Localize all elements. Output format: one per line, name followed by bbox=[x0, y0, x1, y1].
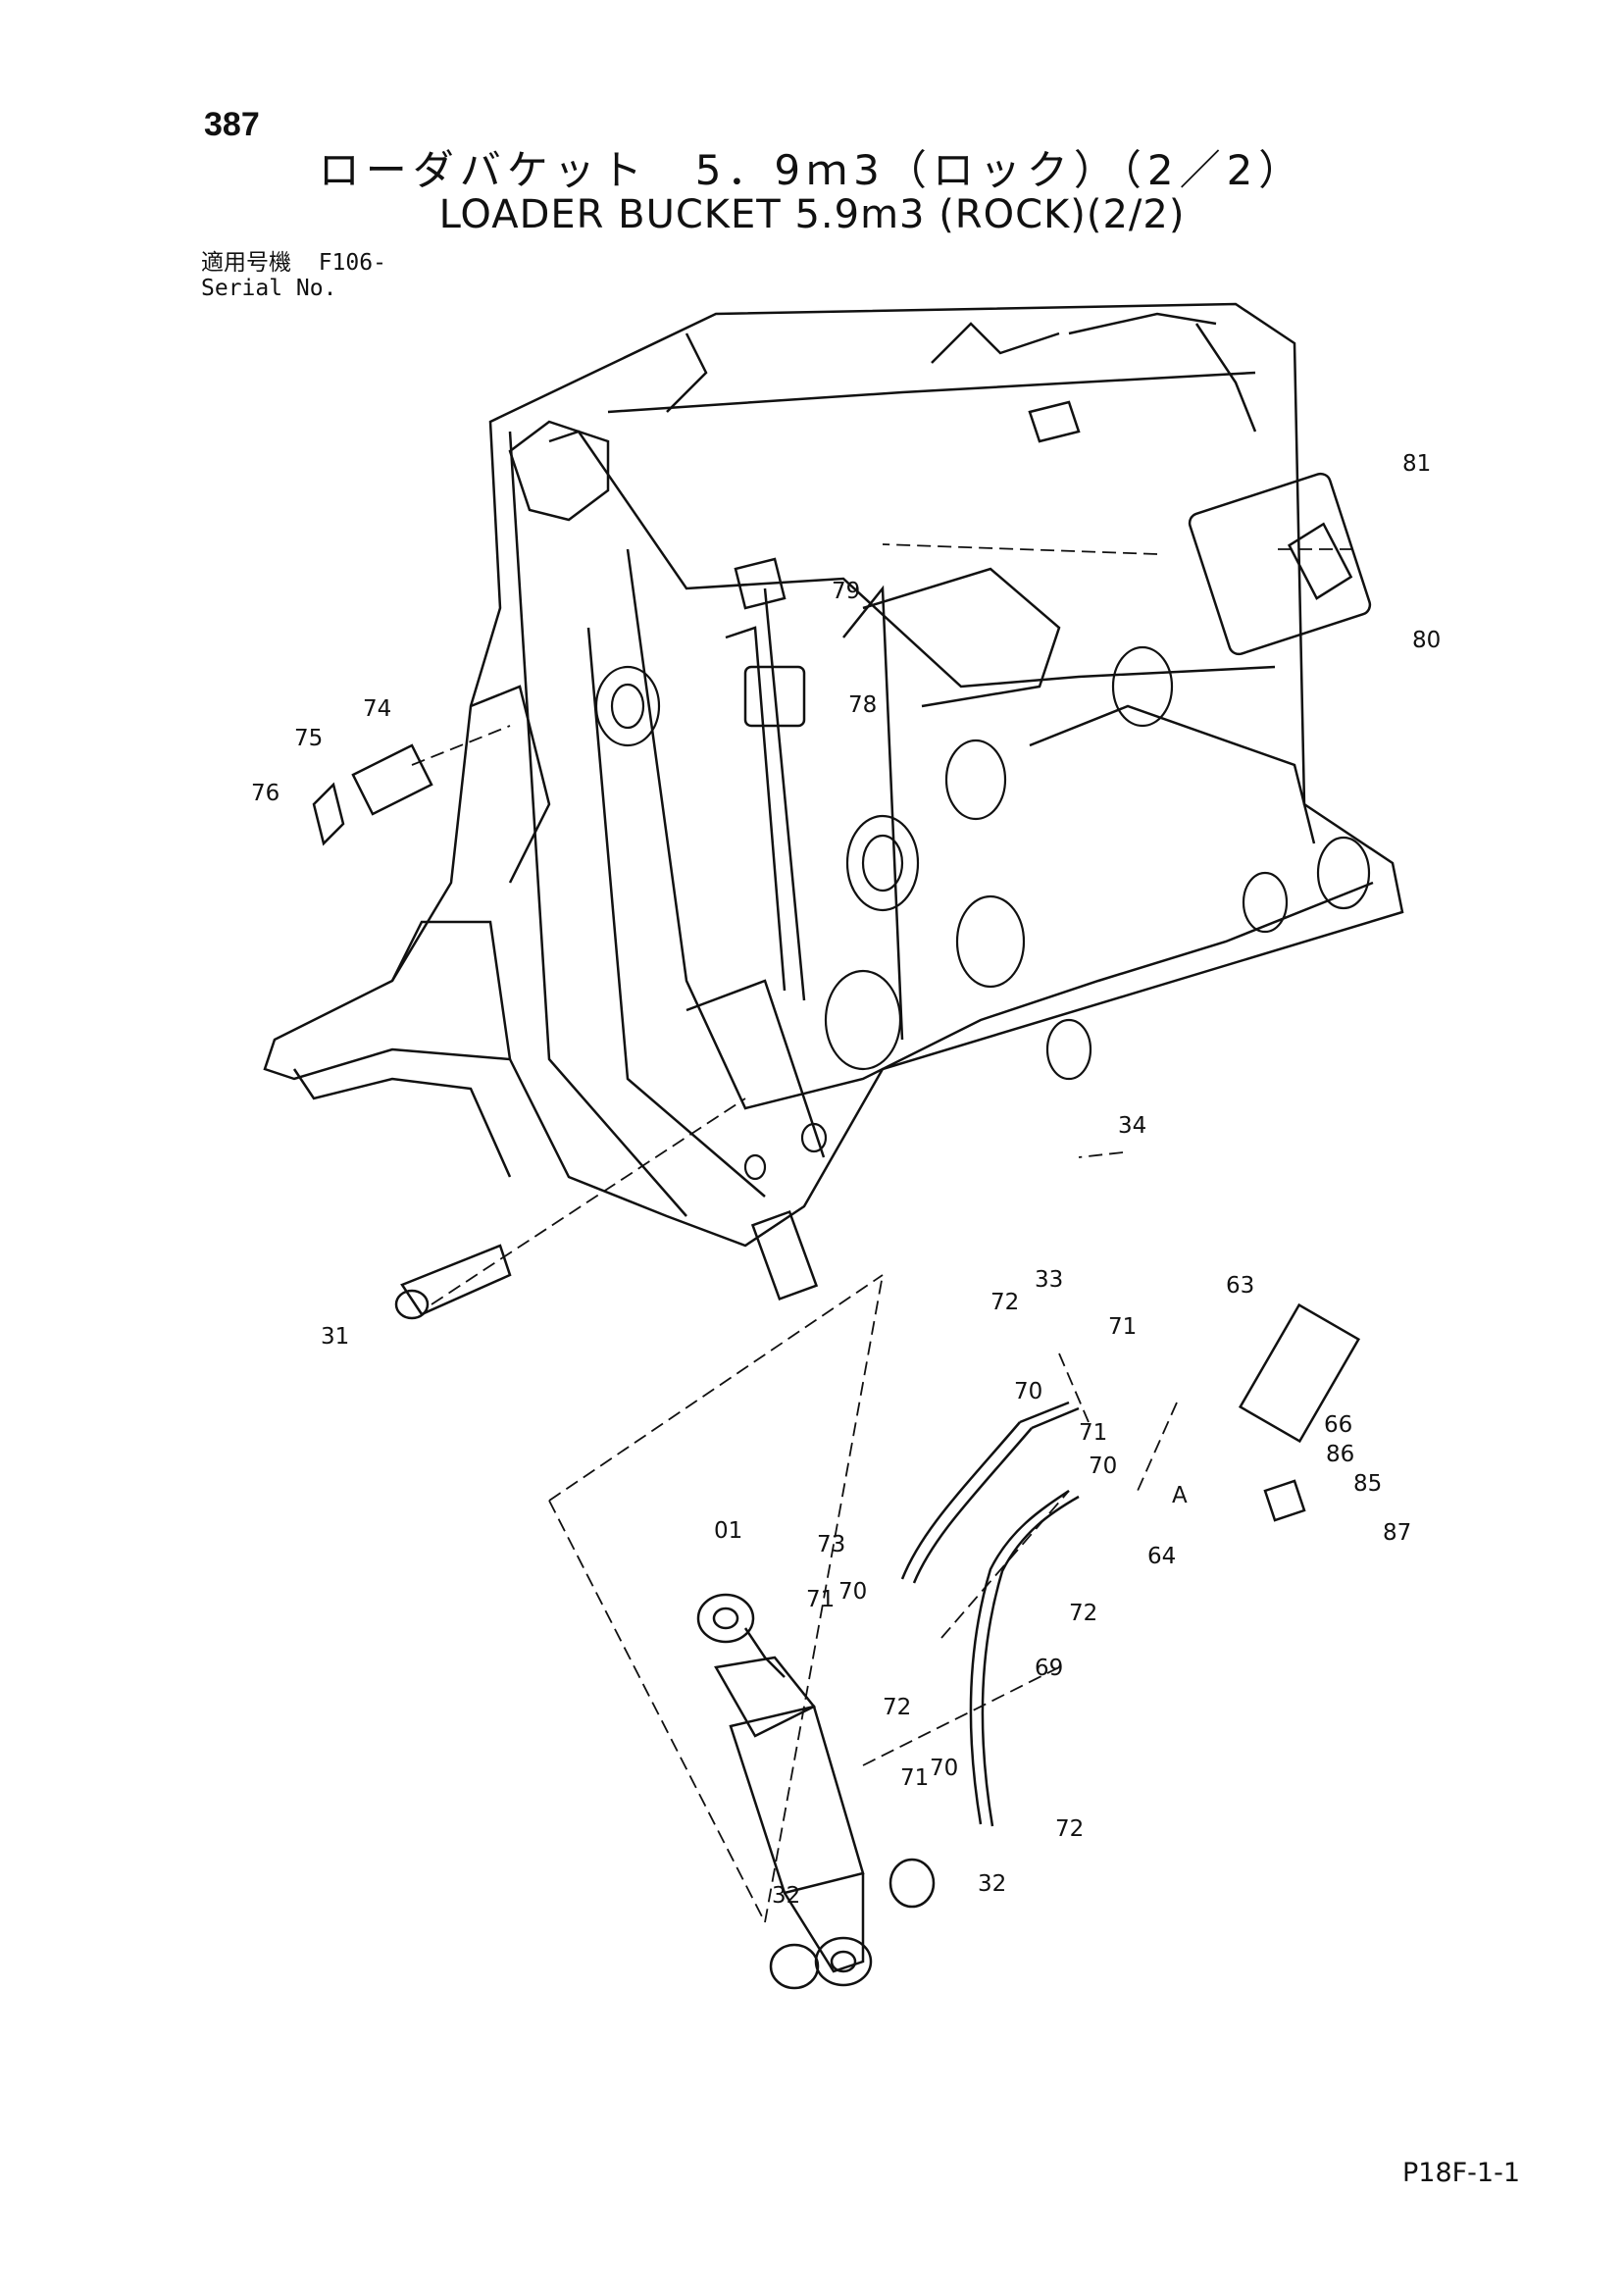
callout-72-bottom: 72 bbox=[1055, 1816, 1084, 1842]
callout-31: 31 bbox=[321, 1324, 349, 1350]
page-number: 387 bbox=[204, 106, 260, 143]
serial-value: F106- bbox=[318, 250, 386, 276]
callout-87: 87 bbox=[1383, 1520, 1411, 1546]
bucket-frame bbox=[263, 302, 1404, 1248]
callout-70-bottom: 70 bbox=[930, 1756, 958, 1781]
callout-66: 66 bbox=[1324, 1412, 1352, 1438]
callout-64: 64 bbox=[1147, 1544, 1176, 1569]
callout-70-low: 70 bbox=[838, 1579, 867, 1605]
callout-71-low: 71 bbox=[806, 1587, 835, 1612]
callout-labels: 81 80 79 78 74 75 76 34 33 31 63 72 71 7… bbox=[251, 451, 1441, 1909]
drawing-code: P18F-1-1 bbox=[1402, 2158, 1521, 2188]
callout-A: A bbox=[1172, 1483, 1188, 1508]
serial-label-jp: 適用号機 bbox=[201, 250, 291, 276]
serial-label-en: Serial No. bbox=[201, 276, 337, 301]
callout-71-mid: 71 bbox=[1079, 1420, 1107, 1446]
callout-79: 79 bbox=[832, 579, 860, 604]
callout-33: 33 bbox=[1035, 1267, 1063, 1293]
callout-70-top: 70 bbox=[1014, 1379, 1042, 1404]
callout-63: 63 bbox=[1226, 1273, 1254, 1299]
callout-86: 86 bbox=[1326, 1442, 1354, 1467]
bucket-holes bbox=[594, 645, 1371, 1181]
callout-32-left: 32 bbox=[772, 1883, 800, 1909]
callout-01: 01 bbox=[714, 1518, 742, 1544]
assembly-lines bbox=[411, 543, 1353, 1923]
callout-72-top: 72 bbox=[990, 1290, 1019, 1315]
page-title-japanese: ローダバケット 5．9ｍ3（ロック）（2／2） bbox=[318, 146, 1306, 194]
small-parts bbox=[312, 472, 1372, 1990]
callout-73: 73 bbox=[817, 1532, 845, 1557]
hydraulic-cylinder bbox=[696, 1593, 873, 1987]
callout-80: 80 bbox=[1412, 628, 1441, 653]
callout-81: 81 bbox=[1402, 451, 1431, 477]
callout-70-mid: 70 bbox=[1089, 1454, 1117, 1479]
serial-block: 適用号機 F106- Serial No. bbox=[201, 250, 386, 301]
serial-row-jp: 適用号機 F106- bbox=[201, 250, 386, 276]
callout-74: 74 bbox=[363, 696, 391, 722]
callout-72-low: 72 bbox=[883, 1695, 911, 1720]
callout-71-top: 71 bbox=[1108, 1314, 1137, 1340]
pin-74-body bbox=[743, 665, 806, 728]
page-title-english: LOADER BUCKET 5.9m3 (ROCK)(2/2) bbox=[438, 192, 1186, 237]
hoses bbox=[900, 1401, 1080, 1827]
callout-72-mid: 72 bbox=[1069, 1601, 1097, 1626]
callout-34: 34 bbox=[1118, 1113, 1146, 1139]
callout-32-right: 32 bbox=[978, 1871, 1006, 1897]
callout-71-bottom: 71 bbox=[900, 1765, 929, 1791]
callout-85: 85 bbox=[1353, 1471, 1382, 1497]
callout-76: 76 bbox=[251, 781, 279, 806]
callout-78: 78 bbox=[848, 692, 877, 718]
callout-75: 75 bbox=[294, 726, 323, 751]
callout-69: 69 bbox=[1035, 1656, 1063, 1681]
